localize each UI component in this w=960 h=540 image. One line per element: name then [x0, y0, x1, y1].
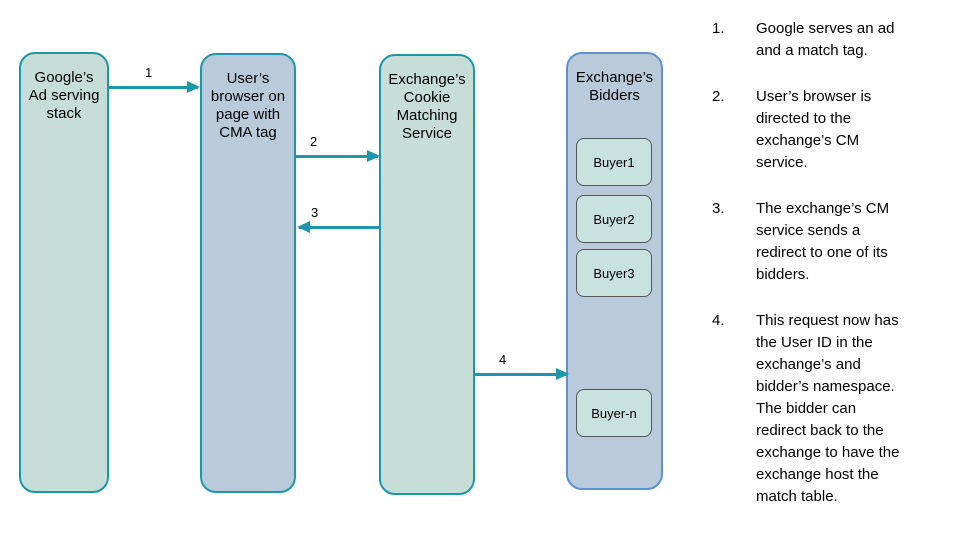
- column-exchange-bidders: Exchange’s Bidders Buyer1 Buyer2 Buyer3 …: [566, 52, 663, 490]
- arrow-step-1: 1: [109, 65, 200, 93]
- arrowhead-right-icon: [367, 150, 380, 162]
- column-label: Google’s Ad serving stack: [28, 69, 100, 122]
- step-text: This request now has the User ID in the …: [756, 312, 900, 505]
- buyer-box-3: Buyer3: [576, 249, 652, 297]
- column-google-ad-stack: Google’s Ad serving stack: [19, 52, 109, 493]
- step-item-3: 3. The exchange’s CM service sends a red…: [712, 198, 952, 286]
- steps-list: 1. Google serves an ad and a match tag. …: [712, 18, 952, 532]
- step-number: 4.: [712, 312, 725, 329]
- arrow-number: 1: [145, 65, 153, 80]
- step-text: The exchange’s CM service sends a redire…: [756, 200, 890, 283]
- step-number: 3.: [712, 200, 725, 217]
- arrowhead-right-icon: [556, 368, 569, 380]
- arrow-number: 3: [311, 205, 319, 220]
- column-label: User’s browser on page with CMA tag: [210, 70, 286, 141]
- step-number: 2.: [712, 88, 725, 105]
- step-item-2: 2. User’s browser is directed to the exc…: [712, 86, 952, 174]
- step-item-4: 4. This request now has the User ID in t…: [712, 310, 952, 508]
- buyer-box-2: Buyer2: [576, 195, 652, 243]
- step-text: Google serves an ad and a match tag.: [756, 20, 895, 59]
- step-number: 1.: [712, 20, 725, 37]
- column-exchange-cm-service: Exchange’s Cookie Matching Service: [379, 54, 475, 495]
- step-text: User’s browser is directed to the exchan…: [756, 88, 872, 171]
- column-label: Exchange’s Cookie Matching Service: [388, 71, 466, 142]
- buyer-label: Buyer1: [593, 154, 635, 170]
- buyer-label: Buyer-n: [591, 405, 637, 421]
- buyer-box-n: Buyer-n: [576, 389, 652, 437]
- arrow-step-2: 2: [296, 134, 380, 162]
- buyer-label: Buyer3: [593, 265, 635, 281]
- arrow-number: 4: [499, 352, 507, 367]
- arrow-number: 2: [310, 134, 318, 149]
- column-user-browser: User’s browser on page with CMA tag: [200, 53, 296, 493]
- arrow-step-3: 3: [297, 205, 380, 233]
- step-item-1: 1. Google serves an ad and a match tag.: [712, 18, 952, 62]
- arrowhead-right-icon: [187, 81, 200, 93]
- buyer-label: Buyer2: [593, 211, 635, 227]
- buyer-box-1: Buyer1: [576, 138, 652, 186]
- column-label: Exchange’s Bidders: [575, 69, 654, 104]
- arrow-step-4: 4: [475, 352, 569, 380]
- arrowhead-left-icon: [297, 221, 310, 233]
